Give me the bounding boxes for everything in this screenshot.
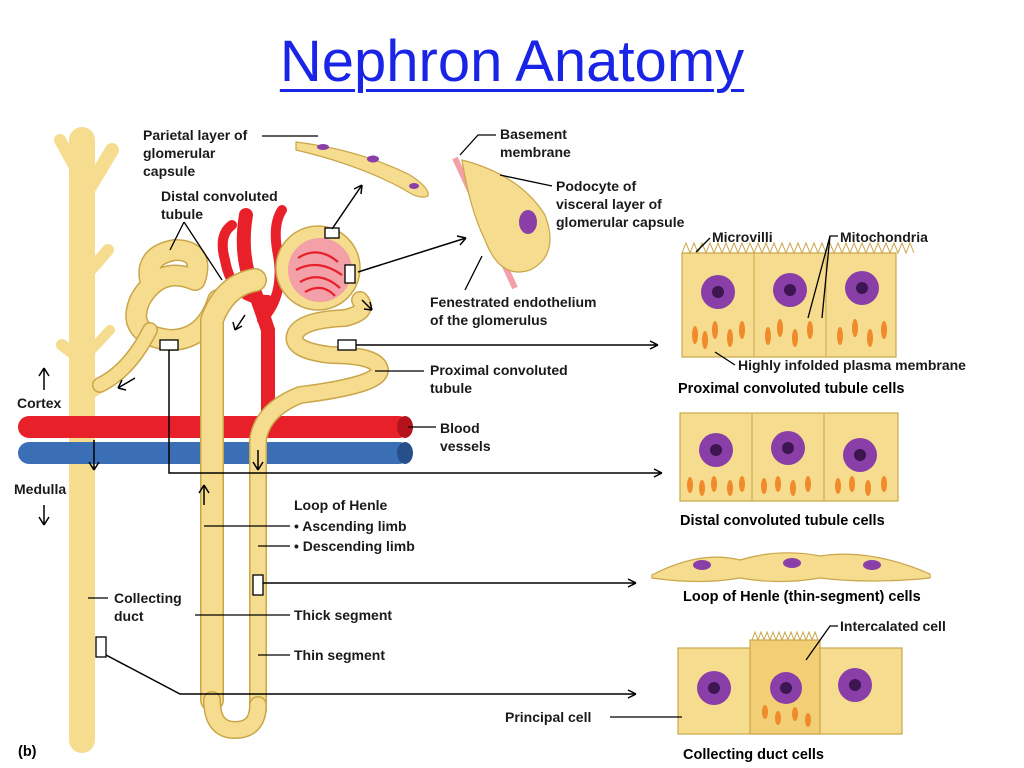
microvilli-label: Microvilli [712,229,773,245]
captions: Proximal convoluted tubule cells Distal … [678,381,921,763]
parietal-layer-inset [262,135,429,230]
ascending-limb-label: • Ascending limb [294,518,407,534]
proximal-tubule-label-2: tubule [430,380,472,396]
basement-membrane-label-2: membrane [500,144,571,160]
podocyte-label-3: glomerular capsule [556,214,685,230]
distal-cells-caption: Distal convoluted tubule cells [680,513,885,529]
podocyte-inset [357,134,553,291]
left-leaders [88,221,436,656]
cortex-label: Cortex [17,395,62,411]
proximal-cells-panel [681,235,915,366]
collecting-duct-label-1: Collecting [114,590,182,606]
collecting-cells-caption: Collecting duct cells [683,747,824,763]
medulla-label: Medulla [14,481,66,497]
thick-segment-label: Thick segment [294,607,392,623]
podocyte-label-1: Podocyte of [556,178,636,194]
labels: Parietal layer of glomerular capsule Bas… [18,126,966,760]
blood-vessels-label-2: vessels [440,438,491,454]
basement-membrane-label-1: Basement [500,126,567,142]
intercalated-cell-label: Intercalated cell [840,618,946,634]
nephron-tubule [88,225,389,739]
proximal-tubule-label-1: Proximal convoluted [430,362,568,378]
principal-cell-label: Principal cell [505,709,591,725]
panel-letter: (b) [18,744,37,760]
distal-tubule-label-1: Distal convoluted [161,188,278,204]
parietal-layer-label-2: glomerular [143,145,216,161]
parietal-layer-label-3: capsule [143,163,195,179]
infolded-membrane-label: Highly infolded plasma membrane [738,357,966,373]
blood-vessels-label-1: Blood [440,420,480,436]
henle-cells-caption: Loop of Henle (thin-segment) cells [683,589,921,605]
fenestrated-label-2: of the glomerulus [430,312,548,328]
distal-cells-panel [679,412,899,502]
collecting-duct-label-2: duct [114,608,144,624]
thin-segment-label: Thin segment [294,647,385,663]
cortex-medulla-markers: Cortex Medulla [14,367,66,526]
fenestrated-label-1: Fenestrated endothelium [430,294,596,310]
loop-of-henle-label: Loop of Henle [294,497,388,513]
henle-cells-panel [651,552,931,583]
podocyte-label-2: visceral layer of [556,196,662,212]
page-title: Nephron Anatomy [279,29,745,94]
mitochondria-label: Mitochondria [840,229,928,245]
descending-limb-label: • Descending limb [294,538,415,554]
parietal-layer-label-1: Parietal layer of [143,127,248,143]
distal-tubule-label-2: tubule [161,206,203,222]
collecting-cells-panel [610,625,903,735]
panel-arrows [105,340,663,699]
proximal-cells-caption: Proximal convoluted tubule cells [678,381,904,397]
